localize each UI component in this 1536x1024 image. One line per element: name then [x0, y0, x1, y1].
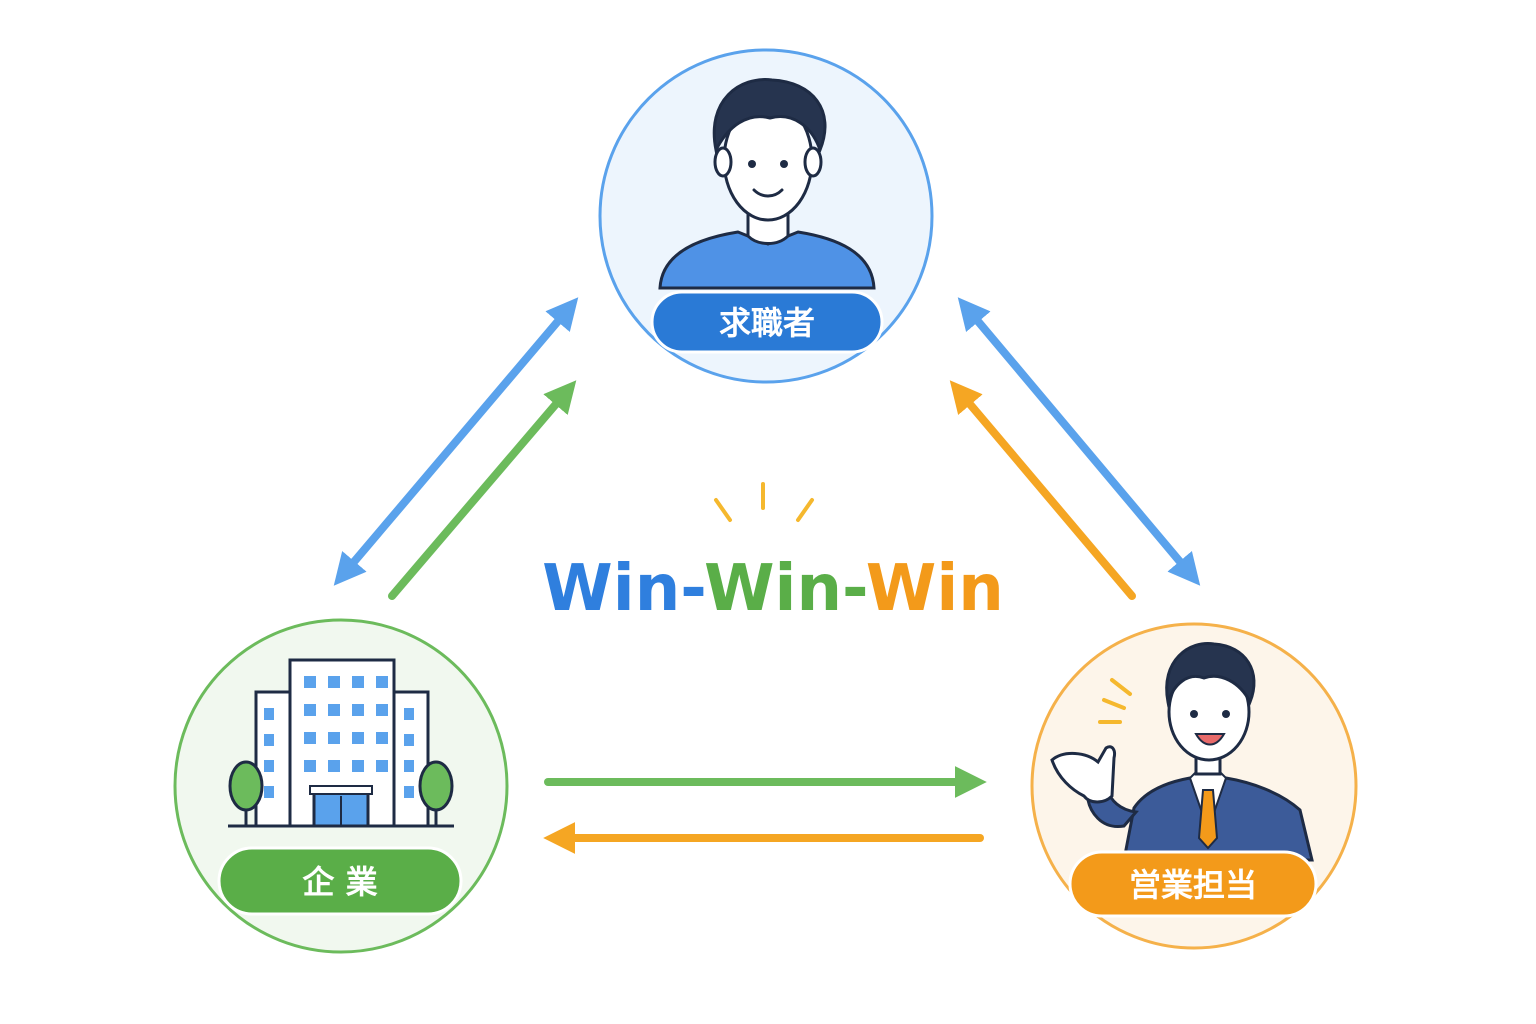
- title-separator-2: -: [842, 552, 866, 626]
- office-building-icon: [228, 658, 454, 828]
- person-icon: [658, 78, 876, 290]
- sales-label: 営業担当: [1129, 866, 1257, 904]
- sales-label-badge: [1068, 850, 1318, 918]
- company-label: 企 業: [302, 863, 377, 901]
- arrow-jobseeker-sales-bidirectional: [957, 297, 1201, 586]
- salesperson-icon: [1050, 642, 1314, 862]
- node-jobseeker: 求職者: [598, 48, 934, 384]
- sparkle-icon: [714, 482, 814, 522]
- title-separator-1: -: [680, 552, 704, 626]
- company-label-badge: [217, 846, 463, 916]
- arrow-sales-to-jobseeker: [949, 380, 1136, 600]
- arrow-company-jobseeker-bidirectional: [333, 297, 579, 586]
- arrow-company-to-jobseeker: [388, 380, 577, 600]
- jobseeker-label: 求職者: [719, 304, 815, 342]
- node-sales: 営業担当: [1030, 622, 1358, 950]
- title-word-1: Win: [542, 552, 680, 626]
- jobseeker-label-badge: [650, 290, 884, 354]
- title-word-2: Win: [704, 552, 842, 626]
- win-win-win-title: Win-Win-Win: [542, 552, 1004, 626]
- node-company: 企 業: [173, 618, 509, 954]
- title-word-3: Win: [866, 552, 1004, 626]
